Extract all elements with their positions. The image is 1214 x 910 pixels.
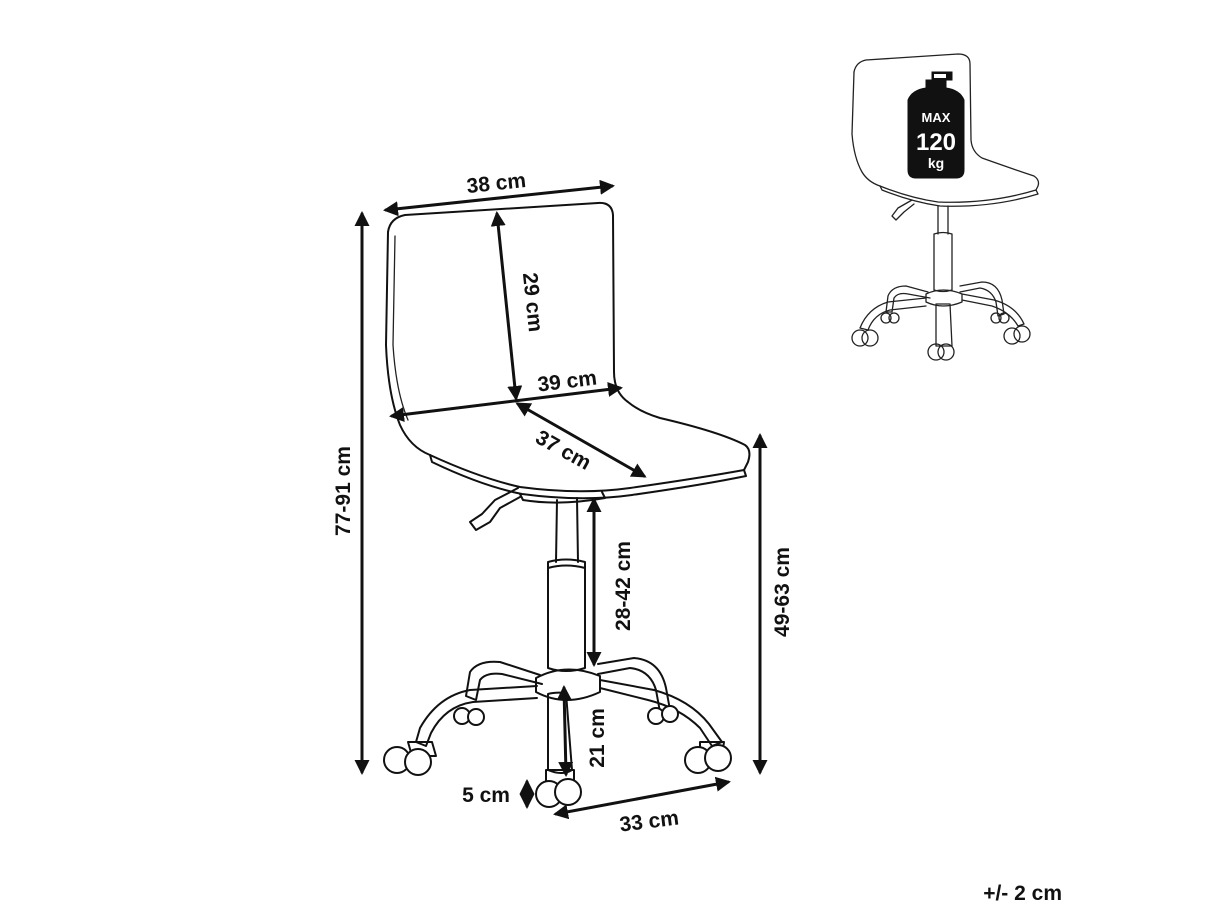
dim-line-seat-depth	[515, 402, 647, 478]
label-seat-back-width: 38 cm	[466, 169, 528, 198]
chair-seat	[429, 454, 745, 493]
label-overall-height: 77-91 cm	[332, 446, 355, 536]
dimension-lines	[354, 179, 768, 820]
max-load-line1: MAX	[922, 110, 951, 125]
tolerance-note: +/- 2 cm	[983, 882, 1062, 905]
label-base-height: 21 cm	[586, 708, 609, 768]
label-seat-height: 49-63 cm	[771, 547, 794, 637]
main-chair-drawing	[383, 201, 751, 808]
gas-column	[555, 497, 579, 563]
base-leg-back-left	[465, 660, 543, 701]
dim-line-backrest-height	[490, 211, 523, 401]
label-base-leg-length: 33 cm	[618, 807, 680, 837]
label-backrest-height: 29 cm	[518, 272, 547, 334]
dim-line-seat-width	[389, 382, 623, 422]
dim-line-seat-back-width	[383, 179, 615, 217]
caster-front	[535, 769, 582, 808]
base-leg-front	[547, 691, 573, 774]
label-caster-height: 5 cm	[462, 784, 510, 807]
caster-back-right	[647, 705, 679, 725]
base-hub	[535, 668, 601, 701]
height-lever	[469, 487, 521, 531]
max-load-line3: kg	[928, 155, 944, 171]
thumbnail-chair-drawing	[851, 53, 1040, 361]
chair-backrest	[387, 201, 751, 471]
dim-line-base-height	[556, 685, 574, 777]
max-load-line2: 120	[916, 129, 956, 156]
label-gas-lift-height: 28-42 cm	[612, 541, 635, 631]
weight-icon	[907, 71, 965, 179]
label-seat-depth: 37 cm	[532, 426, 595, 475]
max-load-badge: MAX 120 kg	[907, 71, 965, 179]
caster-back-left	[453, 707, 485, 726]
caster-right	[684, 741, 732, 774]
dim-line-base-leg-length	[553, 776, 731, 820]
caster-left	[383, 741, 437, 776]
